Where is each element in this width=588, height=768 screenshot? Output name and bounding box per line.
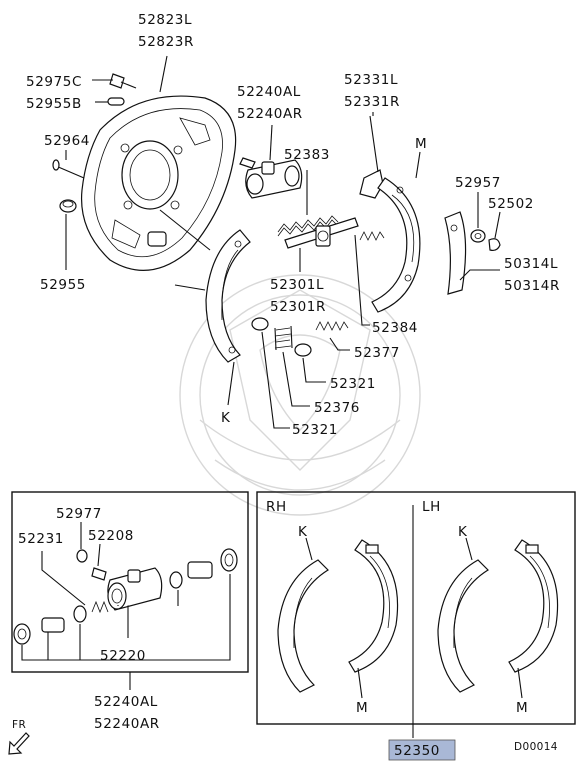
label-52301L[interactable]: 52301L [270,277,324,293]
boot-left[interactable] [13,623,31,645]
parking-brake-lever-52331[interactable] [359,115,384,199]
front-arrow-icon [8,732,30,755]
rh-shoe-m[interactable] [348,539,399,673]
label-52502[interactable]: 52502 [488,196,534,212]
label-52240AL-top[interactable]: 52240AL [237,84,301,100]
label-52384[interactable]: 52384 [372,320,418,336]
label-52240AR-bot[interactable]: 52240AR [94,716,160,732]
label-52208[interactable]: 52208 [88,528,134,544]
washer-52957[interactable] [470,229,486,243]
hold-down-cup-a[interactable] [251,317,269,331]
hold-down-pin[interactable] [52,159,85,179]
parking-lever-50314[interactable] [444,211,467,295]
label-50314R[interactable]: 50314R [504,278,560,294]
label-52823L[interactable]: 52823L [138,12,192,28]
label-K-lh[interactable]: K [458,524,468,540]
label-52240AR-top[interactable]: 52240AR [237,106,303,122]
label-52975C[interactable]: 52975C [26,74,82,90]
wheel-cylinder-detail-box [11,491,249,690]
label-52231[interactable]: 52231 [18,531,64,547]
boot-right[interactable] [220,548,238,572]
brake-shoe-trailing[interactable] [371,177,421,313]
shoe-kit-box [256,491,576,738]
leader-lines-top [65,55,501,429]
bleeder-screw[interactable] [109,73,137,89]
label-M-rh[interactable]: M [356,700,368,716]
wheel-cylinder-body[interactable] [107,567,163,611]
label-M-top[interactable]: M [415,136,427,152]
label-52350[interactable]: 52350 [394,743,440,759]
label-52377[interactable]: 52377 [354,345,400,361]
label-52321-b[interactable]: 52321 [292,422,338,438]
label-50314L[interactable]: 50314L [504,256,558,272]
label-52220[interactable]: 52220 [100,648,146,664]
diagram-code: D00014 [514,741,558,753]
clip-52502[interactable] [488,238,501,252]
adjuster-strut[interactable] [284,217,359,249]
label-52823R[interactable]: 52823R [138,34,194,50]
piston-right[interactable] [187,561,213,579]
rh-shoe-k[interactable] [277,559,329,693]
label-52240AL-bot[interactable]: 52240AL [94,694,158,710]
lh-shoe-m[interactable] [508,539,559,673]
bleeder-cap-52977[interactable] [76,549,88,563]
hold-down-spring[interactable] [274,325,293,351]
label-LH: LH [422,499,441,515]
label-52957[interactable]: 52957 [455,175,501,191]
piston-left[interactable] [41,617,65,633]
label-52955[interactable]: 52955 [40,277,86,293]
part-number-highlight [388,739,456,761]
backing-plate[interactable] [80,95,237,271]
label-K-rh[interactable]: K [298,524,308,540]
label-52376[interactable]: 52376 [314,400,360,416]
label-52383[interactable]: 52383 [284,147,330,163]
piston-cup-right[interactable] [169,571,183,589]
upper-return-spring[interactable] [277,215,339,237]
label-52977[interactable]: 52977 [56,506,102,522]
label-52964[interactable]: 52964 [44,133,90,149]
watermark-seal [179,274,421,516]
wheel-cylinder-top[interactable] [239,157,303,199]
label-52301R[interactable]: 52301R [270,299,326,315]
label-FR: FR [12,719,26,731]
brake-shoe-leading[interactable] [205,229,251,363]
strut-spring[interactable] [359,231,385,241]
cylinder-spring-52231[interactable] [91,600,109,614]
lh-shoe-k[interactable] [437,559,489,693]
label-52331R[interactable]: 52331R [344,94,400,110]
hold-down-cup-b[interactable] [294,343,312,357]
label-M-lh[interactable]: M [516,700,528,716]
bleeder-screw-52208[interactable] [91,567,107,581]
label-52331L[interactable]: 52331L [344,72,398,88]
label-52321-a[interactable]: 52321 [330,376,376,392]
label-RH: RH [266,499,287,515]
piston-cup-left[interactable] [73,605,87,623]
bleeder-cap[interactable] [107,97,125,106]
plug-52955[interactable] [59,199,77,213]
lower-return-spring[interactable] [315,321,349,331]
label-52955B[interactable]: 52955B [26,96,82,112]
label-K-top[interactable]: K [221,410,231,426]
